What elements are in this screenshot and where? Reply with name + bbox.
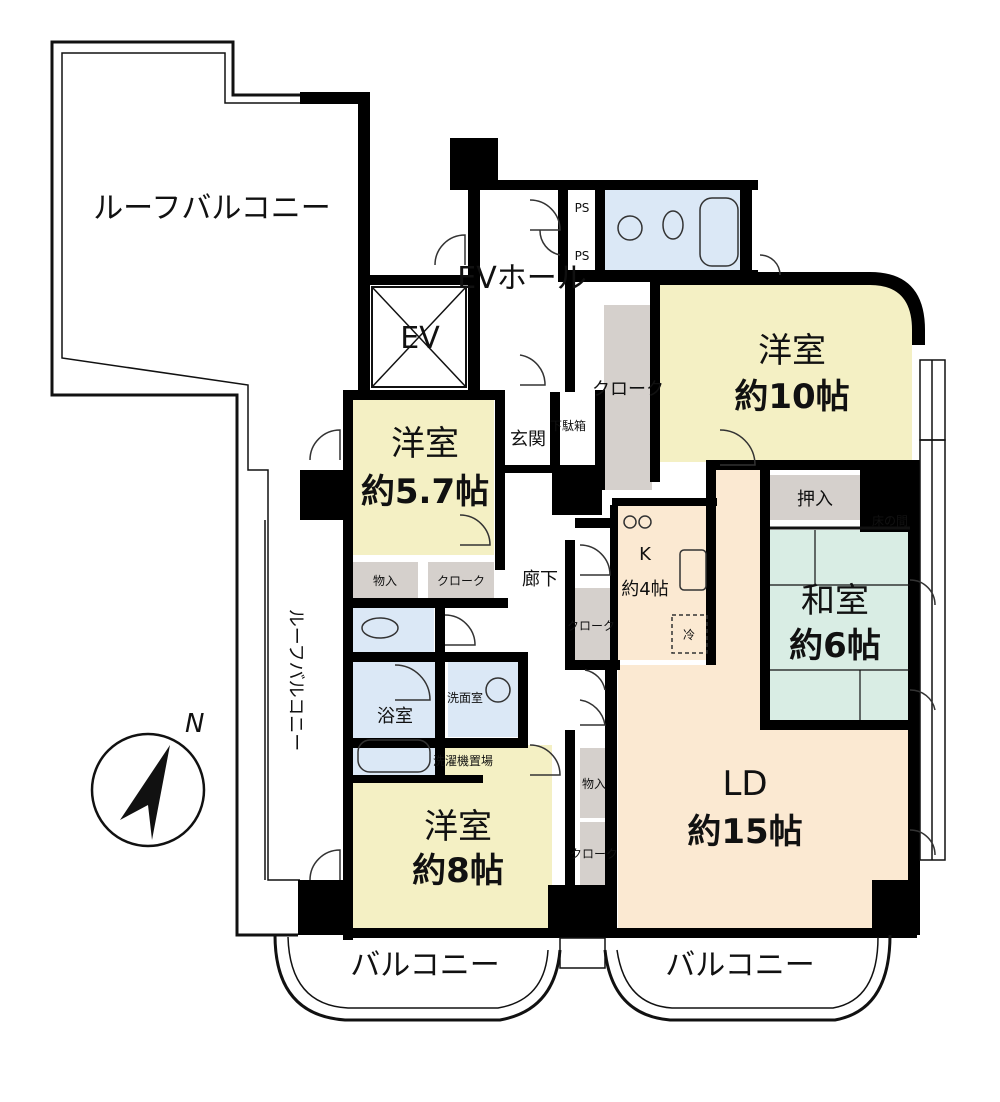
refrigerator-space bbox=[671, 614, 708, 654]
toilet-fill bbox=[352, 608, 434, 653]
bath-fill bbox=[352, 662, 437, 777]
compass-icon: N bbox=[90, 709, 206, 848]
top-toilet-fill bbox=[603, 190, 743, 270]
oshiire-fill bbox=[770, 475, 860, 520]
toilet-icon bbox=[361, 617, 399, 639]
tatami-lines bbox=[770, 526, 910, 720]
balcony-gap bbox=[559, 937, 606, 969]
compass-north-label: N bbox=[185, 709, 204, 739]
clock-1-label: クローク bbox=[592, 379, 664, 400]
kitchen-size: 約4帖 bbox=[621, 579, 668, 600]
roof-balcony-inner-outline bbox=[61, 52, 300, 881]
bath-label: 浴室 bbox=[377, 706, 413, 727]
balcony-right-label: バルコニー bbox=[665, 948, 814, 983]
genkan-label: 玄関 bbox=[510, 429, 546, 450]
right-windows bbox=[919, 359, 946, 861]
balcony-left-label: バルコニー bbox=[350, 948, 499, 983]
monoire-2-fill bbox=[580, 748, 608, 818]
bathtub-top bbox=[699, 197, 739, 267]
ps-1-label: PS bbox=[575, 201, 590, 215]
roof-balcony-side-label: ルーフバルコニー bbox=[285, 609, 306, 752]
wash-sink-icon bbox=[485, 677, 511, 703]
monoire-1-fill bbox=[352, 562, 418, 598]
balcony-right-inner bbox=[616, 936, 879, 1009]
fixtures bbox=[357, 197, 739, 773]
clock-3-fill bbox=[572, 588, 610, 660]
corridor-label: 廊下 bbox=[522, 569, 558, 590]
stove-burner-1 bbox=[623, 515, 637, 529]
laundry-label: 洗濯機置場 bbox=[433, 753, 493, 768]
japanese-room-fill bbox=[770, 530, 910, 720]
western-room-8-name: 洋室 bbox=[424, 807, 492, 847]
balcony-left-inner bbox=[287, 936, 549, 1009]
monoire-1-label: 物入 bbox=[373, 574, 397, 588]
western-room-57-name: 洋室 bbox=[391, 424, 459, 464]
clock-3-label: クローク bbox=[567, 619, 615, 633]
ps-2-label: PS bbox=[575, 249, 590, 263]
toilet-top bbox=[662, 210, 684, 240]
walls bbox=[298, 92, 925, 940]
ld-name: LD bbox=[722, 764, 767, 804]
clock-4-label: クローク bbox=[570, 847, 618, 861]
sink-top bbox=[617, 215, 643, 241]
kitchen-fill bbox=[612, 505, 712, 660]
bathtub-icon bbox=[357, 739, 431, 773]
elevator-cross-2 bbox=[371, 286, 467, 388]
western-room-57-size: 約5.7帖 bbox=[361, 472, 489, 512]
ev-hall-label: EVホール bbox=[457, 261, 586, 296]
clock-2-fill bbox=[428, 562, 494, 598]
getabako-label: 下駄箱 bbox=[550, 418, 586, 433]
monoire-2-label: 物入 bbox=[582, 777, 606, 791]
western-room-10-name: 洋室 bbox=[758, 331, 826, 371]
ld-size: 約15帖 bbox=[687, 812, 802, 852]
balcony-right-outline bbox=[603, 934, 892, 1022]
roof-balcony-top-label: ルーフバルコニー bbox=[93, 191, 331, 226]
western-room-8-size: 約8帖 bbox=[412, 851, 504, 891]
refrigerator-label: 冷 bbox=[683, 628, 695, 642]
western-room-10-size: 約10帖 bbox=[734, 377, 849, 417]
ev-label: EV bbox=[400, 321, 440, 356]
clock-1-fill bbox=[604, 305, 652, 490]
balcony-left-outline bbox=[273, 934, 562, 1022]
roof-balcony-outline bbox=[50, 40, 305, 937]
japanese-room-size: 約6帖 bbox=[789, 626, 881, 666]
washroom-label: 洗面室 bbox=[447, 690, 483, 705]
oshiire-label: 押入 bbox=[797, 489, 833, 510]
stove-burner-2 bbox=[638, 515, 652, 529]
clock-2-label: クローク bbox=[437, 574, 485, 588]
kitchen-sink-icon bbox=[679, 549, 707, 591]
elevator-shaft bbox=[371, 286, 467, 388]
clock-4-fill bbox=[580, 822, 608, 887]
tokonoma-label: 床の間 bbox=[872, 514, 908, 528]
door-swings bbox=[309, 199, 936, 881]
living-dining-fill bbox=[618, 465, 912, 930]
japanese-room-name: 和室 bbox=[801, 581, 869, 621]
western-room-57-fill bbox=[352, 400, 494, 555]
kitchen-name: K bbox=[639, 544, 652, 565]
